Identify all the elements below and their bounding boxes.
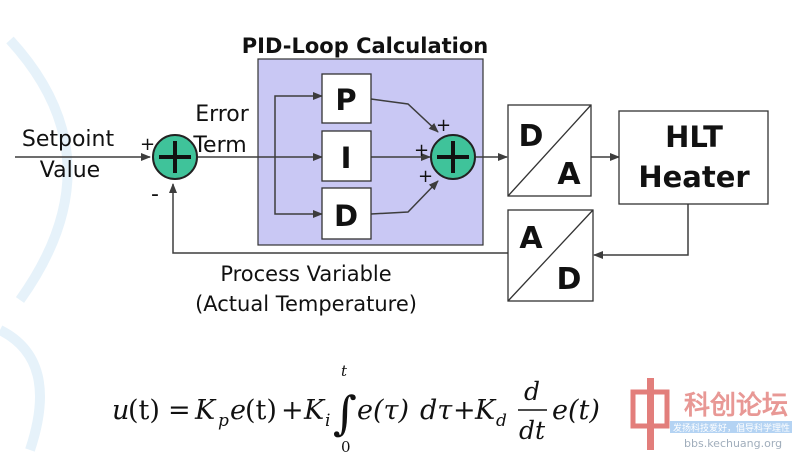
watermark-banner: [670, 421, 792, 433]
dac-label-d: D: [519, 119, 544, 154]
eq-u: u: [112, 395, 129, 426]
eq-e: e: [230, 395, 246, 426]
eq-sub-d: d: [496, 411, 507, 431]
eq-integral: ∫: [333, 386, 357, 440]
heater-label-heater: Heater: [638, 160, 750, 194]
eq-ki: K: [303, 395, 326, 426]
watermark-title: 科创论坛: [684, 391, 788, 421]
eq-kd: K: [474, 395, 497, 426]
term-label: Term: [192, 133, 246, 158]
eq-kp: K: [194, 395, 217, 426]
adc-label-a: A: [519, 221, 543, 256]
sum2-plus-left: +: [414, 140, 429, 161]
heater-block: HLT Heater: [618, 110, 769, 205]
p-branch: [274, 92, 323, 157]
d-branch: [274, 157, 323, 218]
eq-paren-t: (t): [128, 395, 160, 426]
sum1-minus-sign: -: [151, 182, 159, 207]
summing-junction-error: [152, 134, 198, 180]
heater-label-hlt: HLT: [665, 120, 723, 154]
watermark-subtitle: 发扬科技爱好，倡导科学理性: [673, 422, 790, 434]
sum2-plus-top: +: [436, 115, 451, 136]
eq-plus-2: +: [453, 395, 476, 426]
eq-sub-i: i: [325, 411, 330, 431]
eq-e-tau: e(τ): [357, 395, 409, 426]
signal-lines: [15, 92, 689, 259]
background-decoration: [0, 36, 73, 452]
p-out: [370, 98, 439, 133]
eq-frac-den: dt: [519, 416, 546, 445]
i-block: I: [321, 130, 372, 182]
pid-equation: u (t) = K p e (t) + K i ∫ t 0 e(τ) dτ + …: [112, 362, 600, 456]
error-label: Error: [195, 102, 250, 127]
p-block: P: [321, 73, 372, 124]
summing-junction-pid: [430, 134, 476, 180]
sum1-plus-sign: +: [140, 134, 155, 155]
eq-sub-p: p: [218, 411, 229, 431]
sum2-plus-bottom: +: [418, 166, 433, 187]
actual-temperature-label: (Actual Temperature): [195, 292, 417, 316]
setpoint-label: Setpoint: [22, 127, 115, 152]
dac-block: D A: [507, 104, 592, 197]
watermark-logo-icon: [630, 378, 670, 450]
watermark: 科创论坛 发扬科技爱好，倡导科学理性 bbs.kechuang.org: [630, 378, 792, 450]
d-block: D: [321, 187, 372, 240]
d-block-label: D: [334, 199, 358, 233]
eq-paren-t-2: (t): [245, 395, 277, 426]
process-variable-label: Process Variable: [220, 262, 391, 286]
eq-plus-1: +: [281, 395, 304, 426]
eq-d-tau: dτ: [420, 395, 453, 426]
heater-to-adc: [593, 204, 689, 259]
pid-title: PID-Loop Calculation: [242, 34, 488, 58]
adc-block: A D: [507, 209, 594, 302]
setpoint-value-label: Value: [40, 158, 100, 183]
eq-upper-limit: t: [341, 362, 348, 380]
p-block-label: P: [335, 83, 356, 117]
dac-label-a: A: [557, 157, 581, 192]
watermark-url: bbs.kechuang.org: [684, 437, 782, 450]
feedback-line: [169, 183, 508, 254]
eq-lower-limit: 0: [341, 438, 351, 456]
adc-label-d: D: [557, 262, 582, 297]
eq-equals: =: [168, 395, 191, 426]
eq-frac-num: d: [524, 377, 540, 406]
i-block-label: I: [341, 141, 352, 175]
eq-e-t: e(t): [552, 395, 600, 426]
d-out: [370, 180, 439, 215]
